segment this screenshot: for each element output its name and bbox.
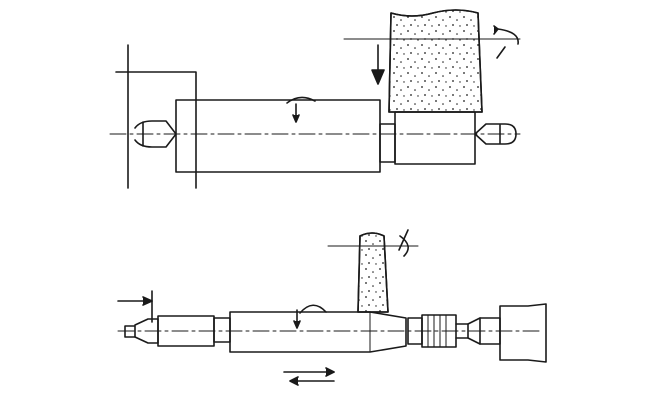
bottom-grinding-wheel <box>357 232 389 313</box>
bottom-view <box>117 229 547 386</box>
wheel-rotation-icon <box>343 25 521 59</box>
bottom-driving-chuck <box>479 303 547 363</box>
wheel-rotation-icon <box>327 229 419 257</box>
bottom-right-collar <box>407 314 457 348</box>
top-grinding-wheel <box>388 9 483 113</box>
reciprocating-motion-icon <box>283 367 335 386</box>
top-right-center <box>474 123 517 145</box>
left-end-marker <box>117 290 153 323</box>
top-workpiece <box>175 96 381 173</box>
rotation-arrow-icon <box>293 304 327 329</box>
rotation-arrow-icon <box>286 96 316 123</box>
top-view <box>109 9 521 189</box>
bottom-right-center <box>455 317 481 345</box>
top-workpiece-neck <box>379 123 396 163</box>
top-wheel-contact-zone <box>394 111 476 165</box>
feed-arrow-icon <box>371 44 385 85</box>
top-fixture-bracket <box>115 44 197 189</box>
